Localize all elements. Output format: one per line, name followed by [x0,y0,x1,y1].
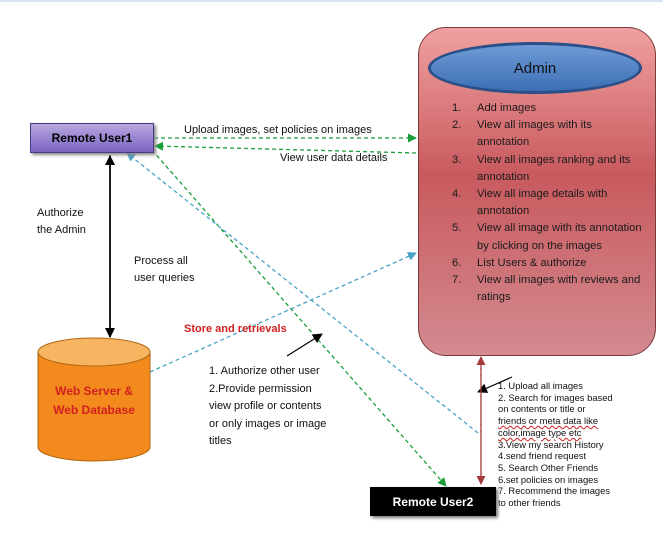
web-server-label: Web Server & Web Database [53,384,135,417]
admin-label-pointer [286,333,323,357]
upload-label: Upload images, set policies on images [184,124,372,136]
admin-item: 7.View all images with reviews and ratin… [452,274,641,304]
admin-item: 2.View all images with its annotation [452,119,592,149]
view-user-arrow [154,141,417,154]
admin-item: 4.View all image details with annotation [452,188,608,218]
remote-user2-node: Remote User2 [370,487,496,516]
admin-item: 3.View all images ranking and its annota… [452,153,631,183]
remote-user2-label: Remote User2 [392,494,474,509]
remote-user1-node: Remote User1 [30,123,154,153]
admin-title: Admin [513,59,557,77]
admin-to-user2-label: 1. Authorize other user 2.Provide permis… [209,365,327,447]
admin-functions-list: 1.Add images 2.View all images with its … [452,100,642,306]
user1-to-user2-arrow [151,149,447,487]
admin-item: 5.View all image with its annotation by … [452,222,642,252]
remote-user2-functions: 1. Upload all images 2. Search for image… [498,380,613,509]
top-border [0,0,663,2]
user2-label-pointer [477,376,513,393]
user2-to-user1-arrow [126,152,479,434]
view-user-label: View user data details [280,152,388,164]
admin-item: 1.Add images [452,102,537,114]
process-queries-label: Process all user queries [134,255,195,284]
store-retrievals-label: Store and retrievals [184,323,287,335]
remote-user1-label: Remote User1 [51,131,133,145]
admin-header-ellipse: Admin [428,42,642,94]
web-database-cylinder [37,337,151,462]
authorize-admin-label: Authorize the Admin [37,207,86,236]
admin-item: 6.List Users & authorize [452,256,587,269]
